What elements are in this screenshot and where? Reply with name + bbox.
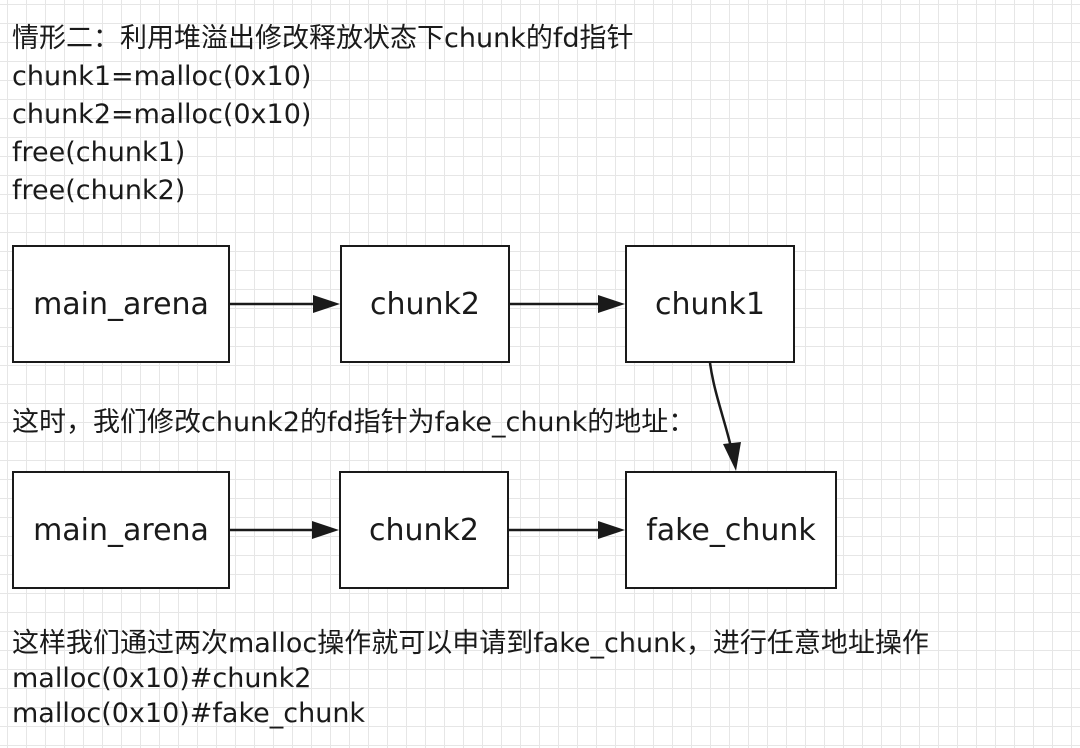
node-label: chunk1 <box>655 286 765 322</box>
intro-title: 情形二：利用堆溢出修改释放状态下chunk的fd指针 <box>12 23 634 54</box>
intro-code-line: free(chunk2) <box>12 175 186 206</box>
arrow-chunk1-to-fake-chunk <box>708 362 733 448</box>
outro-text: 这样我们通过两次malloc操作就可以申请到fake_chunk，进行任意地址操… <box>12 626 929 731</box>
outro-summary: 这样我们通过两次malloc操作就可以申请到fake_chunk，进行任意地址操… <box>12 628 929 659</box>
node-main-arena-bottom: main_arena <box>12 471 230 589</box>
outro-code-line: malloc(0x10)#fake_chunk <box>12 698 366 729</box>
node-label: chunk2 <box>370 286 480 322</box>
node-label: main_arena <box>33 512 209 548</box>
middle-note: 这时，我们修改chunk2的fd指针为fake_chunk的地址： <box>12 407 696 438</box>
intro-code-line: chunk2=malloc(0x10) <box>12 99 312 130</box>
node-label: fake_chunk <box>646 512 816 548</box>
arrowhead-icon <box>598 521 625 539</box>
intro-code-line: chunk1=malloc(0x10) <box>12 61 312 92</box>
outro-code-line: malloc(0x10)#chunk2 <box>12 663 312 694</box>
arrowhead-icon <box>313 295 340 313</box>
arrowhead-icon <box>723 442 741 471</box>
node-chunk1-top: chunk1 <box>625 245 795 363</box>
node-fake-chunk-bottom: fake_chunk <box>625 471 837 589</box>
node-label: main_arena <box>33 286 209 322</box>
node-label: chunk2 <box>369 512 479 548</box>
arrowhead-icon <box>312 521 339 539</box>
node-chunk2-top: chunk2 <box>340 245 510 363</box>
node-main-arena-top: main_arena <box>12 245 230 363</box>
intro-text: 情形二：利用堆溢出修改释放状态下chunk的fd指针 chunk1=malloc… <box>12 20 633 210</box>
arrowhead-icon <box>598 295 625 313</box>
node-chunk2-bottom: chunk2 <box>339 471 509 589</box>
intro-code-line: free(chunk1) <box>12 137 186 168</box>
